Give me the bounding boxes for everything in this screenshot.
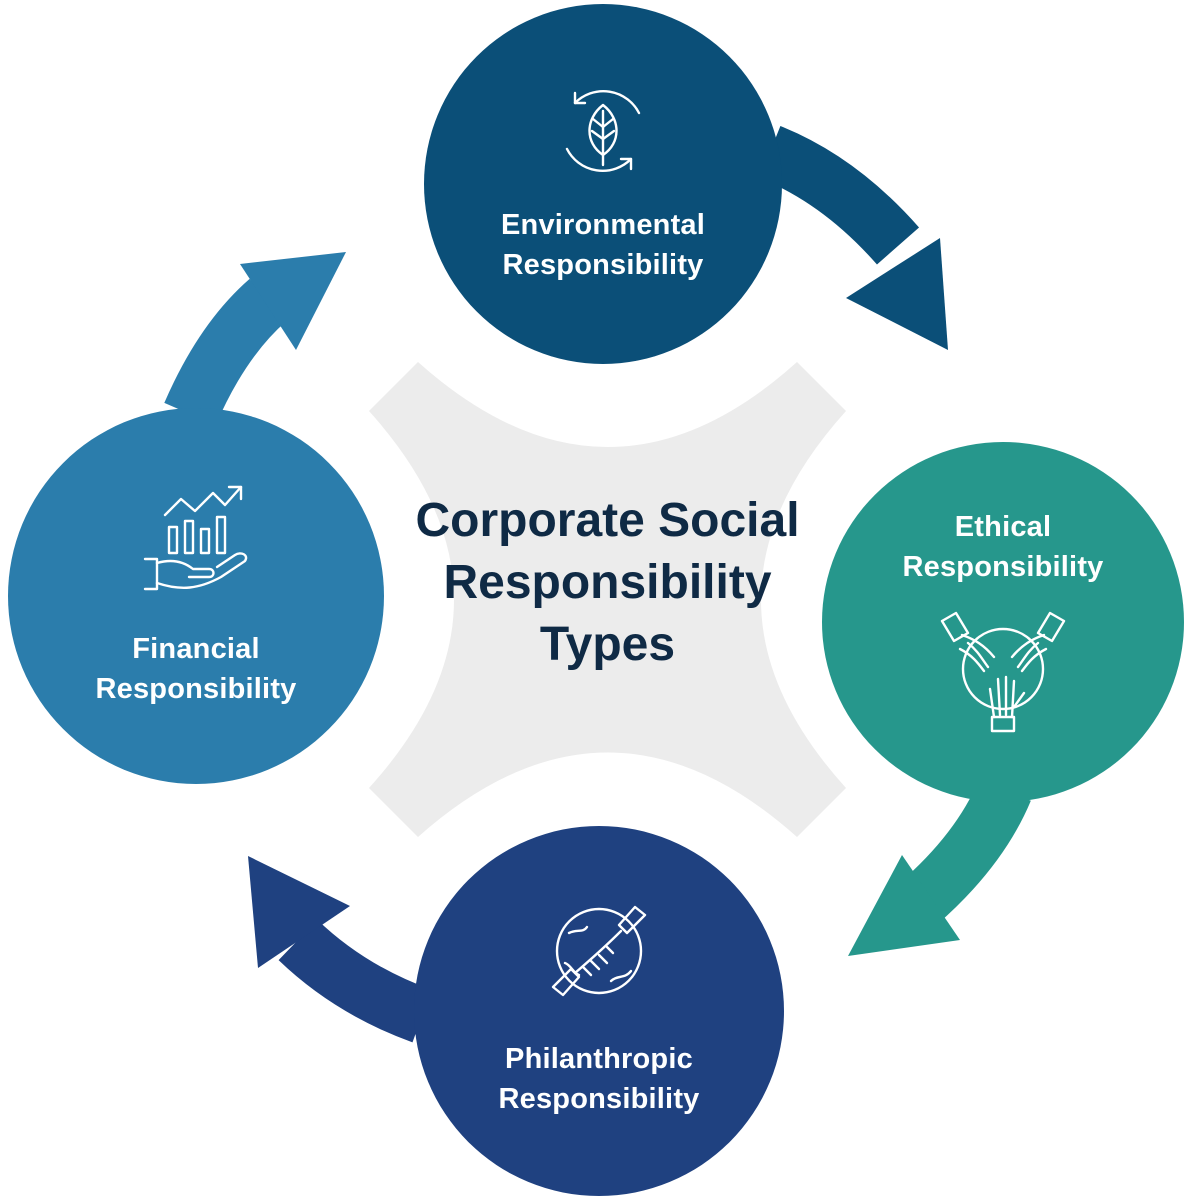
financial-label: Financial Responsibility: [96, 629, 297, 709]
globe-handshake-icon: [551, 905, 647, 997]
ethical-label: Ethical Responsibility: [903, 507, 1104, 587]
diagram-title-line2: Responsibility: [443, 556, 772, 609]
philanthropic-label: Philanthropic Responsibility: [499, 1039, 700, 1119]
environmental-label-line1: Environmental: [500, 209, 706, 241]
ethical-label-line1: Ethical: [954, 511, 1052, 543]
financial-label-line1: Financial: [132, 633, 260, 665]
financial-node: Financial Responsibility: [8, 408, 384, 784]
diagram-title-line3: Types: [539, 618, 676, 671]
philanthropic-label-line1: Philanthropic: [505, 1043, 693, 1075]
philanthropic-node: Philanthropic Responsibility: [414, 826, 784, 1196]
arrow-environmental-to-ethical: [759, 126, 948, 350]
arrow-financial-to-environmental: [164, 252, 346, 426]
financial-label-line2: Responsibility: [95, 673, 297, 705]
philanthropic-label-line2: Responsibility: [498, 1083, 700, 1115]
ethical-node: Ethical Responsibility: [822, 442, 1184, 802]
arrow-philanthropic-to-financial: [248, 856, 432, 1043]
environmental-label-line2: Responsibility: [502, 249, 704, 281]
diagram-title-line1: Corporate Social: [415, 494, 800, 547]
arrow-ethical-to-philanthropic: [848, 778, 1031, 956]
leaf-recycle-icon: [565, 90, 641, 172]
environmental-node: Environmental Responsibility: [424, 4, 782, 364]
diagram-title: Corporate Social Responsibility Types: [380, 490, 835, 676]
center-background-shape: [369, 362, 846, 837]
growth-chart-hand-icon: [143, 485, 248, 591]
ethical-label-line2: Responsibility: [902, 551, 1104, 583]
environmental-label: Environmental Responsibility: [501, 205, 705, 285]
joined-hands-icon: [940, 611, 1066, 733]
